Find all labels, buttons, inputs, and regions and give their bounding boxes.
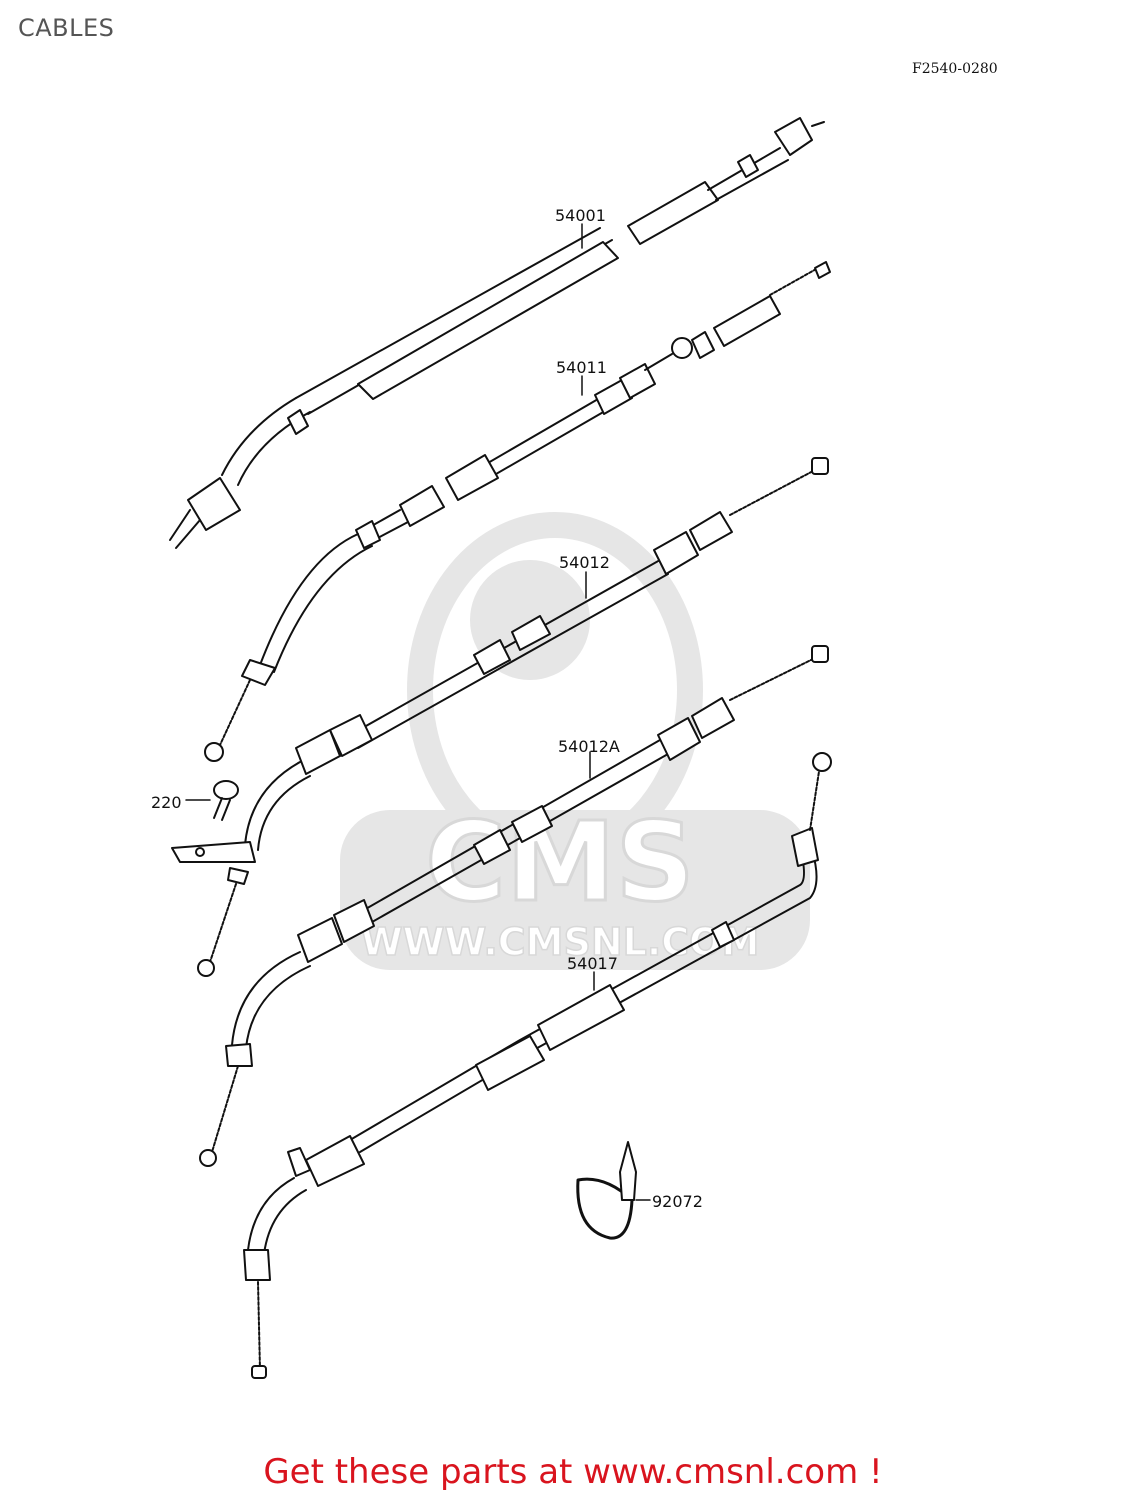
watermark-brand: CMS xyxy=(425,798,694,926)
promo-link[interactable]: Get these parts at www.cmsnl.com ! xyxy=(263,1452,883,1492)
watermark: CMS WWW.CMSNL.COM xyxy=(340,512,810,970)
throttle-open-cable xyxy=(171,457,829,977)
part-label-54017: 54017 xyxy=(567,954,618,973)
drawing-code: F2540-0280 xyxy=(912,61,998,77)
leader-lines xyxy=(581,223,651,1201)
page-title: CABLES xyxy=(18,14,115,42)
part-label-54012: 54012 xyxy=(559,553,610,572)
throttle-close-cable xyxy=(199,645,829,1167)
clutch-cable xyxy=(243,752,832,1379)
choke-cable xyxy=(204,261,831,762)
part-label-54011: 54011 xyxy=(556,358,607,377)
cable-clamp xyxy=(576,1141,637,1240)
part-label-54001: 54001 xyxy=(555,206,606,225)
speedometer-cable xyxy=(169,117,825,549)
part-label-92072: 92072 xyxy=(652,1192,703,1211)
screw xyxy=(185,780,239,821)
watermark-url: WWW.CMSNL.COM xyxy=(361,920,760,964)
part-label-54012a: 54012A xyxy=(558,737,620,756)
part-label-220: 220 xyxy=(151,793,182,812)
